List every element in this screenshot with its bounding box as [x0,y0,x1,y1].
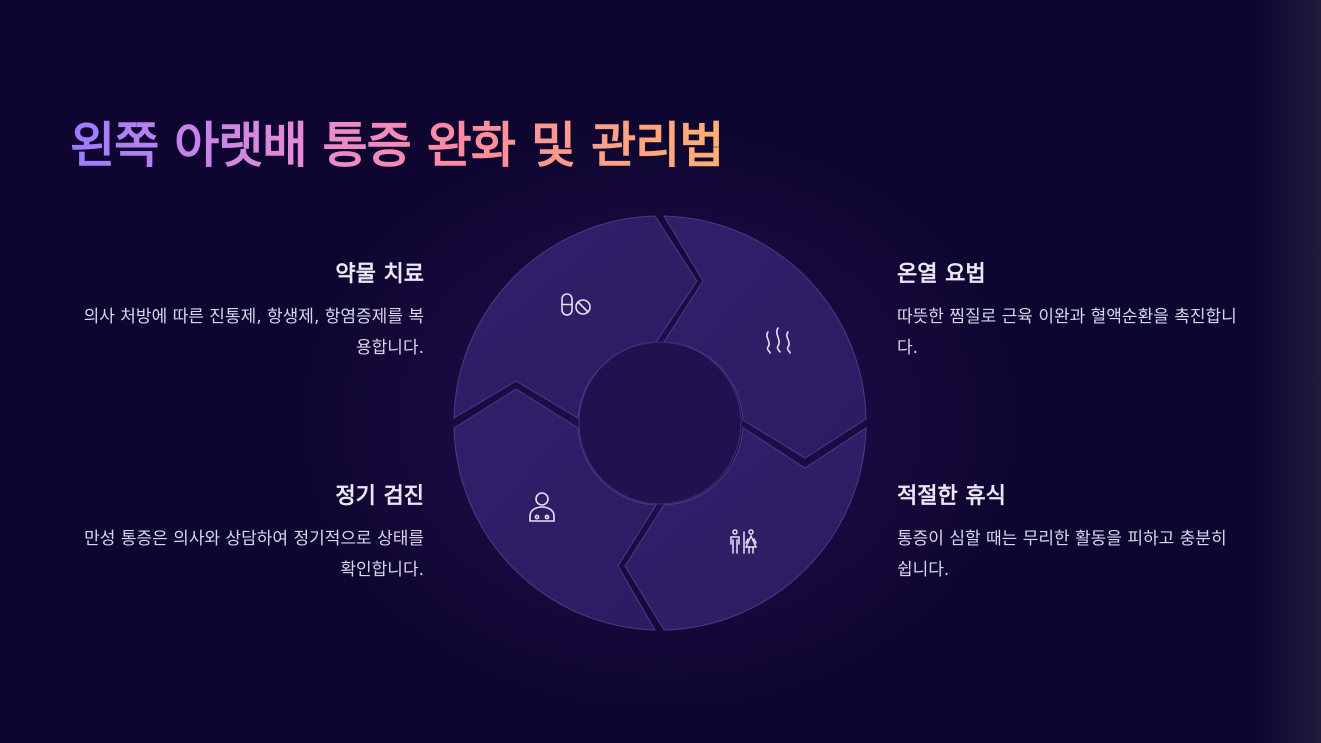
item-description: 의사 처방에 따른 진통제, 항생제, 항염증제를 복용합니다. [83,307,424,358]
segment-top-right [663,215,867,459]
item-description: 따뜻한 찜질로 근육 이완과 혈액순환을 촉진합니다. [897,307,1237,358]
segment-bottom-left [453,388,657,631]
item-title: 온열 요법 [897,262,986,287]
segment-top-left [453,215,698,419]
page-title: 왼쪽 아랫배 통증 완화 및 관리법 [70,106,724,177]
item-description: 통증이 심할 때는 무리한 활동을 피하고 충분히 쉽니다. [897,529,1227,580]
center-circle [578,341,742,505]
item-checkup: 정기 검진 만성 통증은 의사와 상담하여 정기적으로 상태를 확인합니다. [74,478,424,586]
heat-waves-icon [766,327,791,354]
pills-icon [561,293,591,316]
item-description: 만성 통증은 의사와 상담하여 정기적으로 상태를 확인합니다. [84,529,424,580]
item-rest: 적절한 휴식 통증이 심할 때는 무리한 활동을 피하고 충분히 쉽니다. [897,478,1247,586]
doctor-icon [529,492,555,522]
item-title: 정기 검진 [335,484,424,509]
man-woman-icon [730,529,758,554]
item-heat-therapy: 온열 요법 따뜻한 찜질로 근육 이완과 혈액순환을 촉진합니다. [897,256,1247,364]
item-medication: 약물 치료 의사 처방에 따른 진통제, 항생제, 항염증제를 복용합니다. [74,256,424,364]
item-title: 약물 치료 [335,262,424,287]
segment-bottom-right [624,427,867,631]
item-title: 적절한 휴식 [897,484,1006,509]
